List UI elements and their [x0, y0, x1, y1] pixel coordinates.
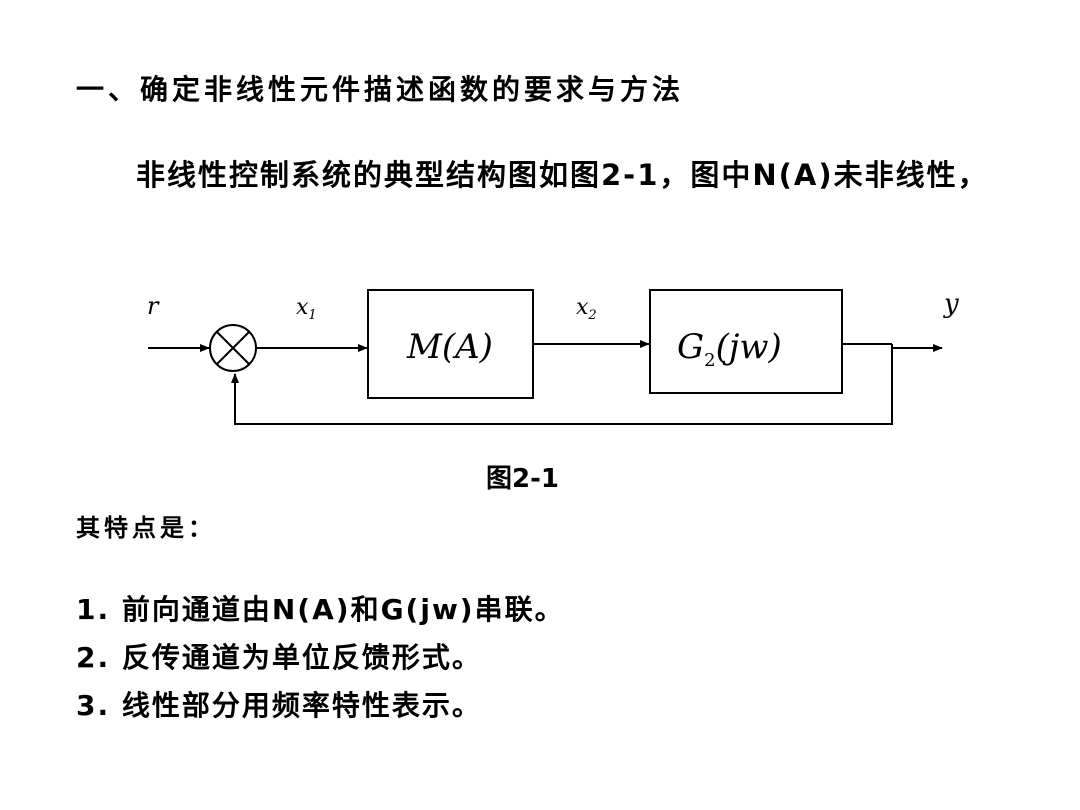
block1-label: M(A) [406, 327, 493, 367]
input-label: r [147, 292, 160, 320]
intro-paragraph: 非线性控制系统的典型结构图如图2-1，图中N(A)未非线性， [136, 158, 989, 192]
block-diagram: r x1 M(A) x2 G2(jw) y [147, 289, 959, 425]
feature-list: 1. 前向通道由N(A)和G(jw)串联。 2. 反传通道为单位反馈形式。 3.… [76, 586, 565, 730]
summing-junction [209, 324, 257, 372]
features-title: 其特点是： [76, 514, 216, 542]
x2-label: x2 [576, 295, 597, 323]
nonlinear-block [367, 289, 534, 399]
list-item: 2. 反传通道为单位反馈形式。 [76, 641, 482, 674]
output-label: y [943, 289, 959, 319]
figure-caption: 图2-1 [486, 464, 559, 494]
x1-label: x1 [296, 295, 317, 323]
block2-label: G2(jw) [677, 327, 782, 371]
linear-block [649, 289, 843, 394]
list-item: 1. 前向通道由N(A)和G(jw)串联。 [76, 593, 565, 626]
list-item: 3. 线性部分用频率特性表示。 [76, 689, 482, 722]
feedback-path [231, 348, 893, 425]
section-heading: 一、确定非线性元件描述函数的要求与方法 [76, 73, 685, 106]
